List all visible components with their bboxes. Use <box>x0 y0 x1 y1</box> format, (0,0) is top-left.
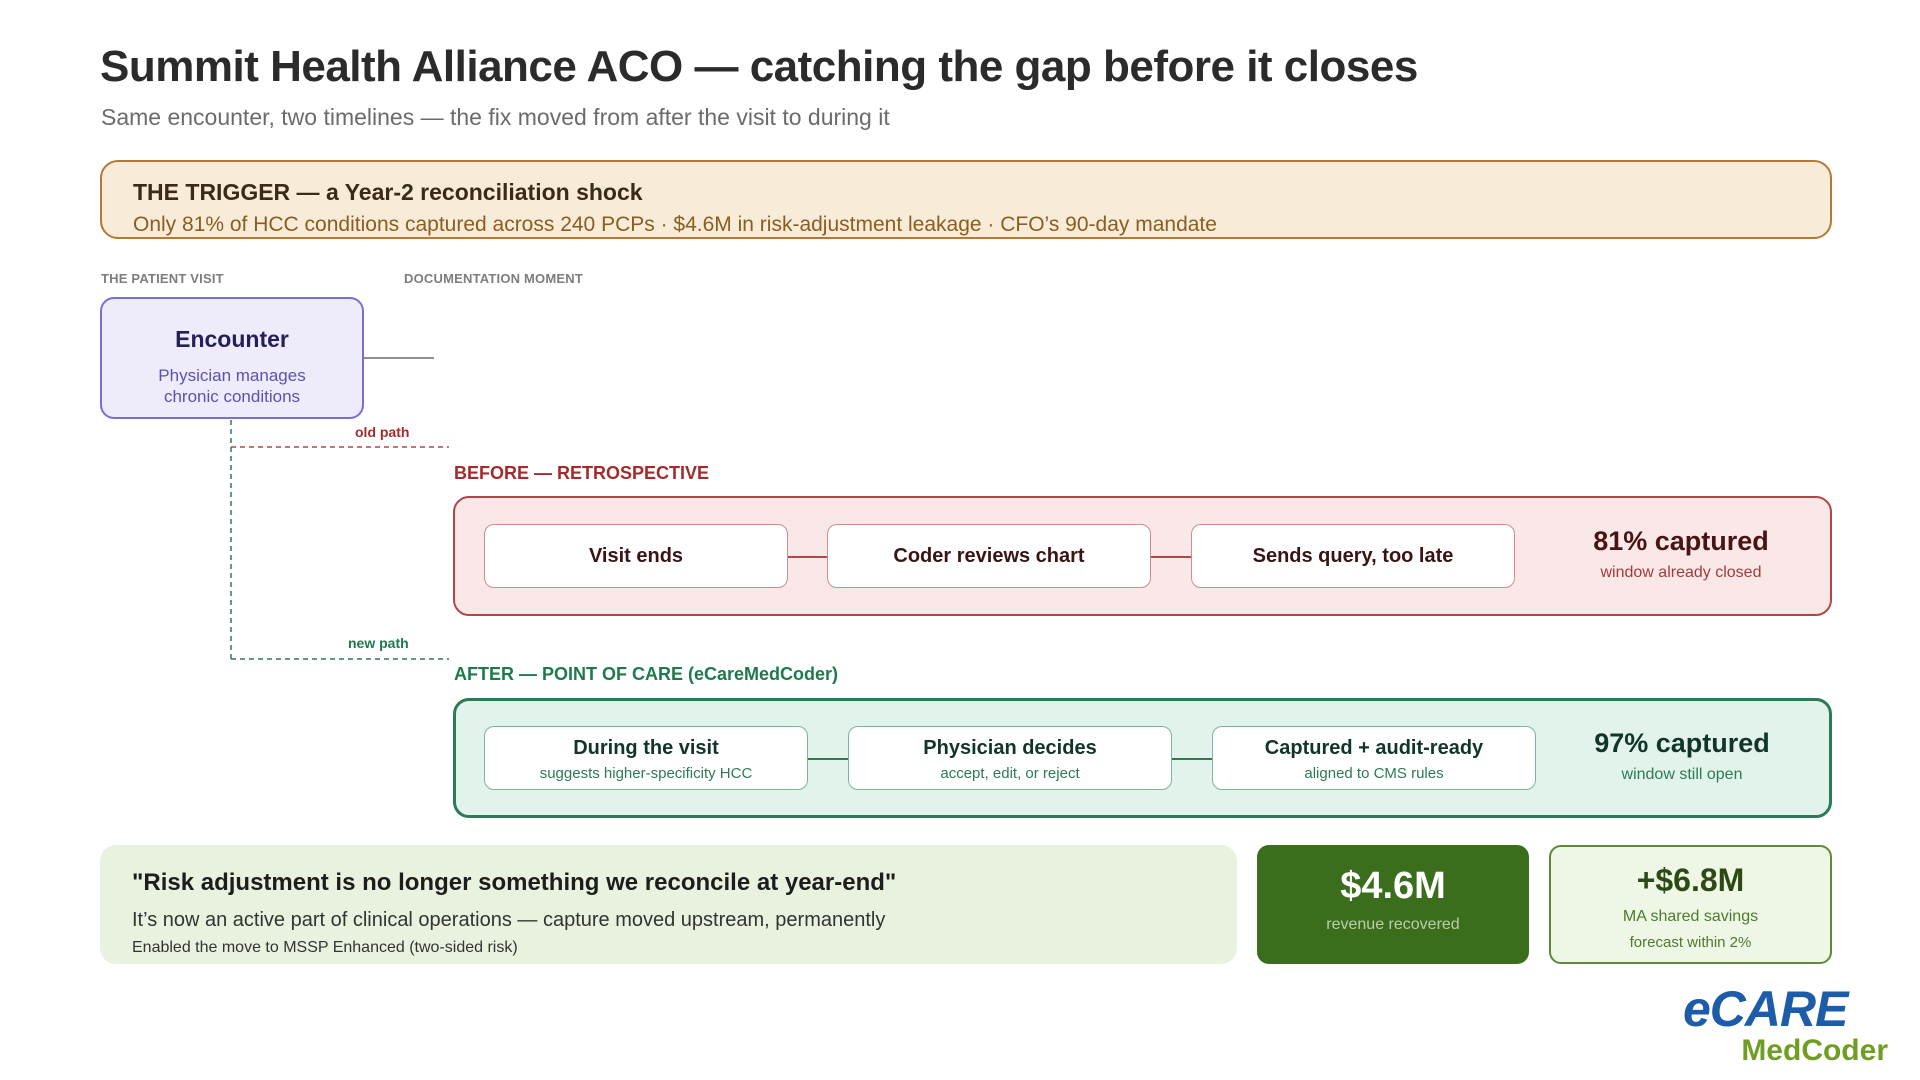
savings-kpi-card: +$6.8M MA shared savings forecast within… <box>1549 845 1832 964</box>
encounter-node: Encounter Physician manages chronic cond… <box>100 297 364 419</box>
quote-text: "Risk adjustment is no longer something … <box>132 869 897 896</box>
before-step-visit-ends: Visit ends <box>484 524 788 588</box>
step-title: Captured + audit-ready <box>1264 737 1484 759</box>
after-metric-note: window still open <box>1621 766 1743 783</box>
revenue-kpi-label: revenue recovered <box>1326 916 1460 933</box>
step-subtitle: aligned to CMS rules <box>1304 765 1444 782</box>
column-label-documentation-moment: DOCUMENTATION MOMENT <box>404 271 583 286</box>
trigger-text: Only 81% of HCC conditions captured acro… <box>133 213 1217 236</box>
trigger-banner: THE TRIGGER — a Year-2 reconciliation sh… <box>100 160 1832 239</box>
step-title: Physician decides <box>923 737 1097 759</box>
after-metric-value: 97% captured <box>1594 728 1770 758</box>
after-timeline-panel: During the visit suggests higher-specifi… <box>453 698 1832 818</box>
logo-medcoder-wordmark: MedCoder <box>1741 1034 1888 1067</box>
after-connector <box>808 758 848 760</box>
logo-ecare-wordmark: eCARE <box>1683 981 1848 1037</box>
new-path-label: new path <box>348 635 409 651</box>
step-subtitle: accept, edit, or reject <box>940 765 1080 782</box>
page-title: Summit Health Alliance ACO — catching th… <box>100 42 1418 91</box>
after-section-label: AFTER — POINT OF CARE (eCareMedCoder) <box>454 664 839 684</box>
before-metric-note: window already closed <box>1600 564 1762 581</box>
step-title: Sends query, too late <box>1252 545 1454 567</box>
savings-kpi-label: MA shared savings <box>1622 908 1759 925</box>
step-title: Visit ends <box>588 545 684 567</box>
step-subtitle: suggests higher-specificity HCC <box>539 765 753 782</box>
before-timeline-panel: Visit ends Coder reviews chart Sends que… <box>453 496 1832 616</box>
before-metric-value: 81% captured <box>1593 526 1769 556</box>
before-step-sends-query: Sends query, too late <box>1191 524 1515 588</box>
column-label-patient-visit: THE PATIENT VISIT <box>101 271 224 286</box>
before-connector <box>788 556 827 558</box>
trigger-title: THE TRIGGER — a Year-2 reconciliation sh… <box>133 179 643 205</box>
before-section-label: BEFORE — RETROSPECTIVE <box>454 463 710 483</box>
old-path-label: old path <box>355 424 410 440</box>
encounter-title: Encounter <box>175 326 289 352</box>
quote-footnote: Enabled the move to MSSP Enhanced (two-s… <box>132 939 518 956</box>
savings-kpi-value: +$6.8M <box>1636 862 1745 898</box>
after-connector <box>1172 758 1212 760</box>
after-step-captured: Captured + audit-ready aligned to CMS ru… <box>1212 726 1536 790</box>
ecare-medcoder-logo: eCARE MedCoder <box>1683 980 1893 1070</box>
step-title: During the visit <box>573 737 719 759</box>
after-step-physician-decides: Physician decides accept, edit, or rejec… <box>848 726 1172 790</box>
revenue-kpi-card: $4.6M revenue recovered <box>1257 845 1529 964</box>
encounter-subtitle: Physician manages chronic conditions <box>158 366 306 406</box>
quote-detail: It’s now an active part of clinical oper… <box>132 909 886 931</box>
page-subtitle: Same encounter, two timelines — the fix … <box>101 104 890 130</box>
quote-box: "Risk adjustment is no longer something … <box>100 845 1237 964</box>
after-step-during-visit: During the visit suggests higher-specifi… <box>484 726 808 790</box>
revenue-kpi-value: $4.6M <box>1340 865 1446 907</box>
before-step-coder-reviews: Coder reviews chart <box>827 524 1151 588</box>
step-title: Coder reviews chart <box>893 545 1085 567</box>
before-connector <box>1151 556 1191 558</box>
savings-kpi-note: forecast within 2% <box>1629 934 1752 951</box>
